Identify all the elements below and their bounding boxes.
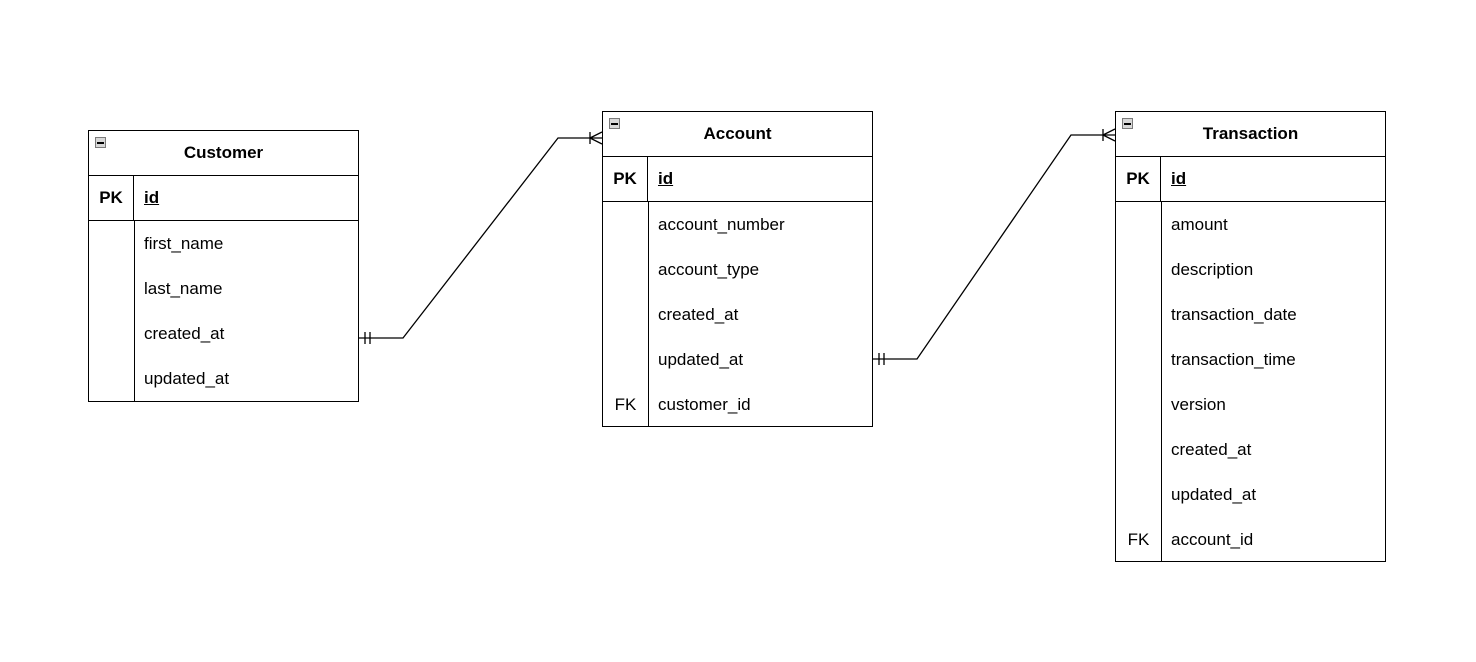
field-name: customer_id <box>658 394 751 414</box>
field-row[interactable]: updated_at <box>603 337 872 382</box>
field-name: version <box>1171 394 1226 414</box>
entity-header[interactable]: Transaction <box>1116 112 1385 157</box>
key-column-divider <box>1161 202 1162 562</box>
relationship-customer-account[interactable] <box>359 131 603 344</box>
entity-account[interactable]: Account PK id account_number account_typ… <box>602 111 873 427</box>
field-name: description <box>1171 259 1254 279</box>
primary-key-row[interactable]: PK id <box>603 157 872 202</box>
field-name: account_number <box>658 214 785 234</box>
entity-transaction[interactable]: Transaction PK id amount description tra… <box>1115 111 1386 562</box>
field-row[interactable]: created_at <box>1116 427 1385 472</box>
field-row[interactable]: created_at <box>603 292 872 337</box>
collapse-icon[interactable] <box>609 118 620 129</box>
key-label <box>603 247 648 292</box>
key-label: PK <box>603 157 648 201</box>
key-label: FK <box>1127 529 1150 549</box>
field-name: first_name <box>144 233 224 253</box>
field-row[interactable]: version <box>1116 382 1385 427</box>
crowfoot-lower <box>1102 134 1116 142</box>
entity-header[interactable]: Account <box>603 112 872 157</box>
key-label <box>1116 292 1161 337</box>
field-name: amount <box>1171 214 1228 234</box>
field-row[interactable]: account_type <box>603 247 872 292</box>
field-row[interactable]: transaction_date <box>1116 292 1385 337</box>
relationship-line <box>359 137 602 339</box>
field-row[interactable]: FK customer_id <box>603 382 872 427</box>
key-label: PK <box>1116 157 1161 201</box>
key-label <box>1116 247 1161 292</box>
field-name: updated_at <box>658 349 744 369</box>
key-label <box>1116 382 1161 427</box>
field-row[interactable]: updated_at <box>1116 472 1385 517</box>
crowfoot-lower <box>589 137 603 145</box>
field-name: transaction_date <box>1171 304 1297 324</box>
field-row[interactable]: created_at <box>89 311 358 356</box>
primary-key-row[interactable]: PK id <box>89 176 358 221</box>
key-label <box>89 266 134 311</box>
collapse-icon[interactable] <box>95 137 106 148</box>
field-name: id <box>144 188 160 207</box>
key-label: FK <box>614 394 637 414</box>
entity-header[interactable]: Customer <box>89 131 358 176</box>
field-name: created_at <box>144 323 225 343</box>
entity-title: Account <box>703 124 772 143</box>
field-row[interactable]: amount <box>1116 202 1385 247</box>
field-list: first_name last_name created_at updated_… <box>89 221 358 401</box>
field-list: account_number account_type created_at u… <box>603 202 872 427</box>
field-row[interactable]: FK account_id <box>1116 517 1385 562</box>
field-row[interactable]: updated_at <box>89 356 358 401</box>
key-label <box>1116 472 1161 517</box>
entity-title: Transaction <box>1202 124 1299 143</box>
field-name: account_type <box>658 259 760 279</box>
entity-title: Customer <box>183 143 264 162</box>
key-label <box>89 311 134 356</box>
key-label: PK <box>89 176 134 220</box>
field-list: amount description transaction_date tran… <box>1116 202 1385 562</box>
primary-key-row[interactable]: PK id <box>1116 157 1385 202</box>
key-label <box>1116 202 1161 247</box>
field-row[interactable]: transaction_time <box>1116 337 1385 382</box>
relationship-account-transaction[interactable] <box>873 128 1116 365</box>
key-column-divider <box>134 221 135 401</box>
field-name: updated_at <box>144 368 230 388</box>
field-name: updated_at <box>1171 484 1257 504</box>
field-row[interactable]: account_number <box>603 202 872 247</box>
field-row[interactable]: first_name <box>89 221 358 266</box>
entity-customer[interactable]: Customer PK id first_name last_name crea… <box>88 130 359 402</box>
field-name: id <box>1171 169 1187 188</box>
field-name: account_id <box>1171 529 1254 549</box>
key-label <box>603 337 648 382</box>
key-label <box>1116 427 1161 472</box>
field-row[interactable]: last_name <box>89 266 358 311</box>
key-label <box>1116 337 1161 382</box>
key-label <box>603 292 648 337</box>
field-name: created_at <box>1171 439 1252 459</box>
key-label <box>603 202 648 247</box>
relationship-line <box>873 134 1115 360</box>
field-name: created_at <box>658 304 739 324</box>
field-name: id <box>658 169 674 188</box>
field-name: last_name <box>144 278 223 298</box>
field-name: transaction_time <box>1171 349 1296 369</box>
field-row[interactable]: description <box>1116 247 1385 292</box>
key-label <box>89 221 134 266</box>
crowfoot-upper <box>589 131 603 139</box>
collapse-icon[interactable] <box>1122 118 1133 129</box>
key-label <box>89 356 134 401</box>
key-column-divider <box>648 202 649 427</box>
crowfoot-upper <box>1102 128 1116 136</box>
